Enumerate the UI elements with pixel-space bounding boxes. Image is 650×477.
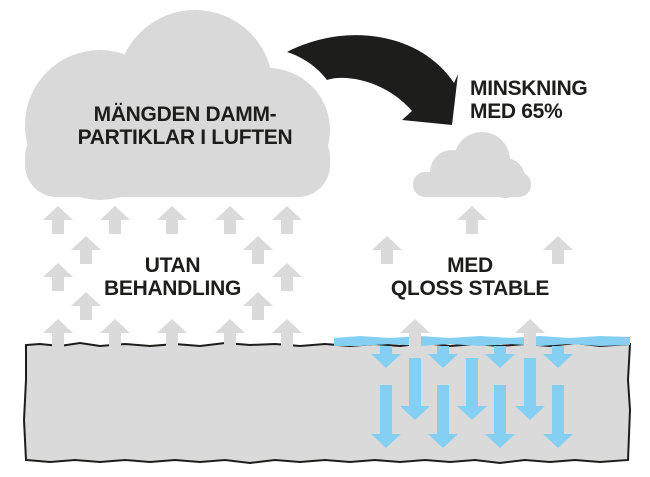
reduction-line-1: MINSKNING [470,77,588,100]
up-arrow-icon [157,206,187,234]
dust-amount-line-1: MÄNGDEN DAMM- [93,103,277,126]
down-arrow-icon [371,385,401,448]
up-arrow-icon [543,236,573,264]
up-arrow-icon [215,319,245,347]
up-arrow-icon [215,206,245,234]
up-arrow-icon [272,206,302,234]
up-arrow-icon [457,206,487,234]
up-arrow-icon [157,319,187,347]
up-arrow-icon [243,292,273,320]
up-arrow-icon [71,236,101,264]
treatment-layer [334,336,630,346]
reduction-label: MINSKNING MED 65% [470,77,620,123]
down-arrow-icon [428,385,458,448]
dust-amount-label: MÄNGDEN DAMM- PARTIKLAR I LUFTEN [40,103,330,149]
untreated-label: UTAN BEHANDLING [80,254,265,300]
down-arrow-icon [457,358,487,420]
reduction-line-2: MED 65% [470,100,563,123]
dust-bound-arrows [371,346,573,448]
untreated-line-1: UTAN [144,254,201,277]
down-arrow-icon [485,385,515,448]
reduction-arrow [287,35,458,125]
up-arrow-icon [43,319,73,347]
up-arrow-icon [372,236,402,264]
treated-label: MED QLOSS STABLE [380,254,560,300]
down-arrow-icon [543,385,573,448]
ground-surface [22,341,632,465]
treated-line-2: QLOSS STABLE [390,277,550,300]
up-arrow-icon [100,319,130,347]
up-arrow-icon [400,319,430,347]
down-arrow-icon [485,346,515,368]
up-arrow-icon [243,236,273,264]
large-dust-cloud [25,10,330,200]
up-arrow-icon [515,319,545,347]
down-arrow-icon [371,346,401,368]
up-arrow-icon [43,206,73,234]
treated-line-1: MED [447,254,493,277]
down-arrow-icon [515,358,545,420]
up-arrow-icon [71,292,101,320]
dust-rising-arrows [43,206,573,347]
down-arrow-icon [543,346,573,368]
down-arrow-icon [428,346,458,368]
up-arrow-icon [272,263,302,291]
up-arrow-icon [43,263,73,291]
small-dust-cloud [413,132,531,198]
up-arrow-icon [100,206,130,234]
down-arrow-icon [400,358,430,420]
up-arrow-icon [272,319,302,347]
untreated-line-2: BEHANDLING [104,277,241,300]
dust-amount-line-2: PARTIKLAR I LUFTEN [77,126,293,149]
